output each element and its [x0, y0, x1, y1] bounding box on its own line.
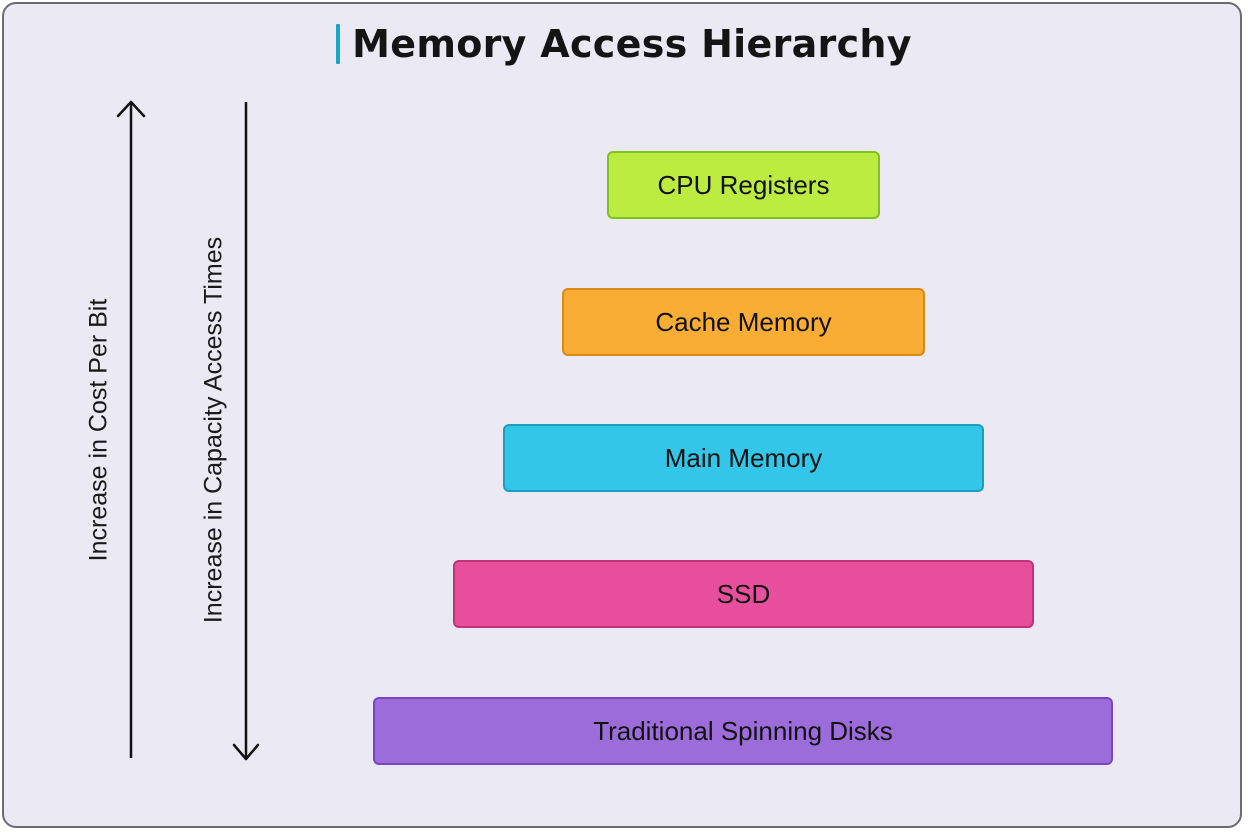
tier-ssd: SSD — [453, 560, 1034, 628]
tier-cpu-registers: CPU Registers — [607, 151, 880, 219]
tier-label: Cache Memory — [655, 306, 832, 337]
title-accent-bar — [336, 24, 341, 64]
tier-spinning-disks: Traditional Spinning Disks — [373, 697, 1113, 765]
down-arrowhead — [232, 743, 260, 761]
diagram-title-text: Memory Access Hierarchy — [352, 22, 912, 66]
tier-main-memory: Main Memory — [503, 424, 984, 492]
tier-cache-memory: Cache Memory — [562, 288, 925, 356]
diagram-title: Memory Access Hierarchy — [336, 22, 912, 66]
cost-per-bit-label: Increase in Cost Per Bit — [84, 298, 113, 562]
tier-label: SSD — [716, 578, 771, 609]
tier-label: Main Memory — [664, 442, 823, 473]
title-container: Memory Access Hierarchy — [0, 22, 1248, 69]
up-arrowhead — [116, 100, 146, 118]
capacity-access-times-label: Increase in Capacity Access Times — [199, 236, 228, 624]
tier-label: CPU Registers — [657, 169, 830, 200]
tier-label: Traditional Spinning Disks — [593, 715, 893, 746]
